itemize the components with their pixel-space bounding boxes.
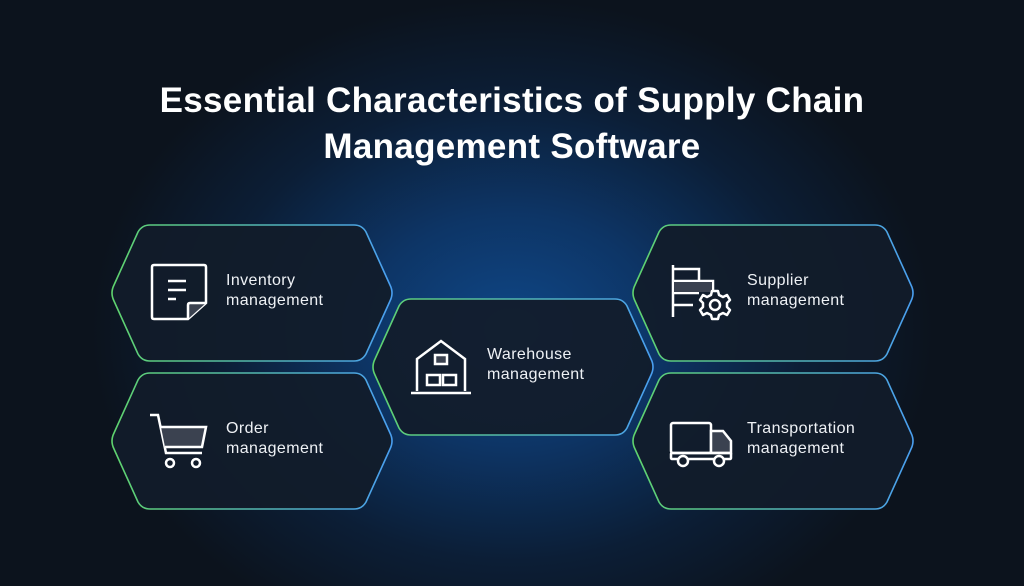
label-line-2: management	[747, 440, 845, 457]
card-supplier-management: Supplier management	[631, 223, 915, 363]
label-line-1: Transportation	[747, 420, 856, 437]
card-warehouse-management: Warehouse management	[371, 297, 655, 437]
label-line-2: management	[747, 292, 845, 309]
supplier-gear-icon	[671, 265, 732, 321]
title-line-2: Management Software	[323, 127, 701, 166]
document-icon	[150, 263, 208, 321]
label-line-2: management	[226, 440, 324, 457]
card-label: Warehouse management	[487, 345, 584, 385]
title-line-1: Essential Characteristics of Supply Chai…	[159, 81, 865, 120]
label-line-2: management	[226, 292, 324, 309]
card-label: Supplier management	[747, 271, 844, 311]
truck-icon	[669, 421, 733, 468]
card-inventory-management: Inventory management	[110, 223, 394, 363]
card-transportation-management: Transportation management	[631, 371, 915, 511]
card-label: Order management	[226, 419, 323, 459]
card-label: Inventory management	[226, 271, 323, 311]
warehouse-icon	[411, 339, 471, 395]
label-line-1: Order	[226, 420, 269, 437]
label-line-1: Warehouse	[487, 346, 572, 363]
label-line-2: management	[487, 366, 585, 383]
shopping-cart-icon	[150, 413, 208, 469]
label-line-1: Supplier	[747, 272, 809, 289]
card-label: Transportation management	[747, 419, 855, 459]
card-order-management: Order management	[110, 371, 394, 511]
page-title: Essential Characteristics of Supply Chai…	[0, 78, 1024, 170]
label-line-1: Inventory	[226, 272, 296, 289]
